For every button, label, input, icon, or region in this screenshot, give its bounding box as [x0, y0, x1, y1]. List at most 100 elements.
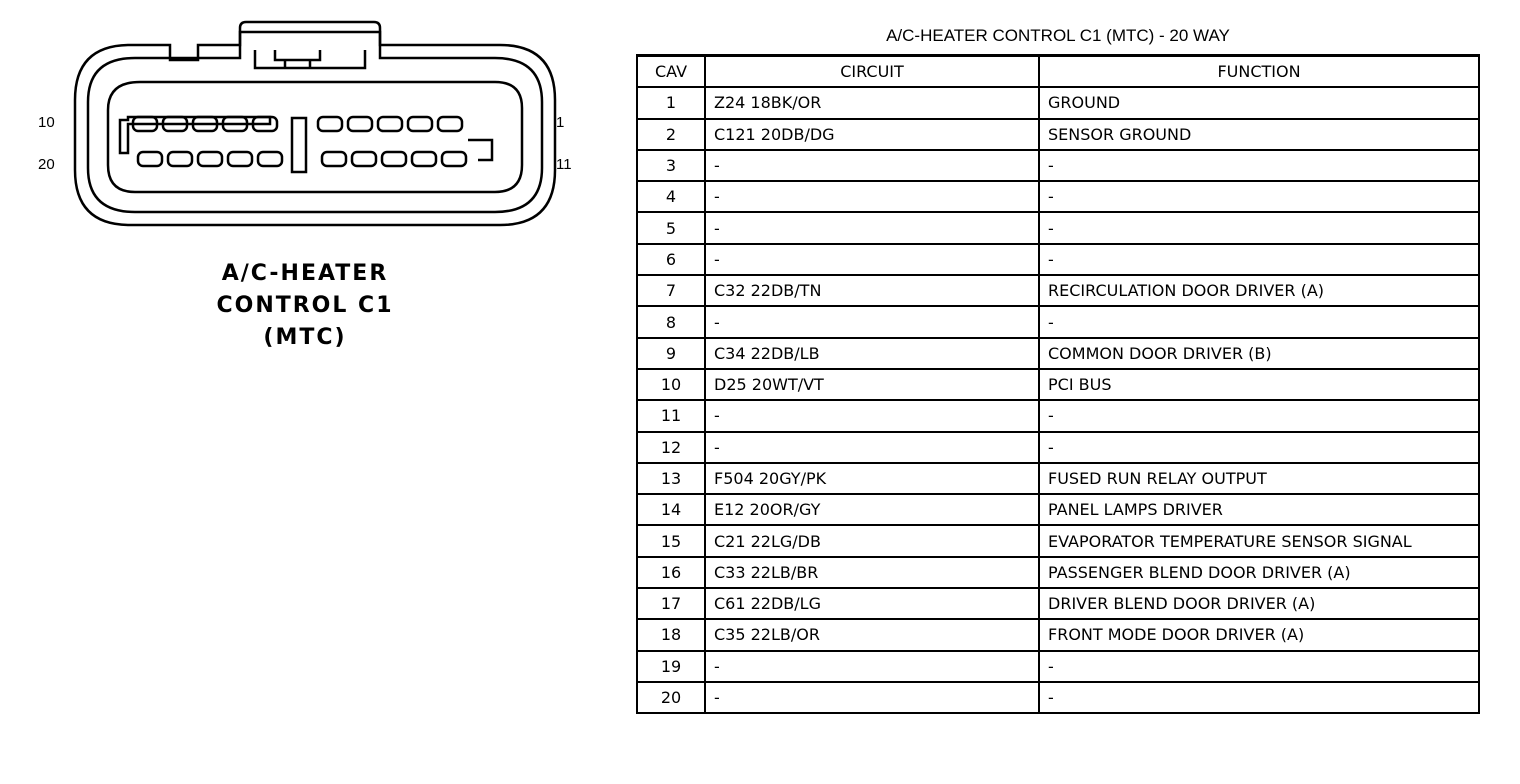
connector-title-line: (MTC): [263, 325, 347, 350]
cell-function: -: [1038, 211, 1480, 245]
cell-function: PCI BUS: [1038, 367, 1480, 402]
cell-function: FUSED RUN RELAY OUTPUT: [1038, 461, 1480, 496]
cell-circuit: C21 22LG/DB: [704, 524, 1040, 558]
cell-cav: 7: [636, 274, 706, 308]
cell-circuit: -: [704, 680, 1040, 715]
cell-function: RECIRCULATION DOOR DRIVER (A): [1038, 274, 1480, 308]
cell-function: COMMON DOOR DRIVER (B): [1038, 336, 1480, 370]
cavity-block-right: [468, 138, 494, 162]
cell-function: -: [1038, 148, 1480, 183]
cell-circuit: -: [704, 148, 1040, 183]
cell-circuit: C35 22LB/OR: [704, 618, 1040, 652]
cell-cav: 9: [636, 336, 706, 370]
cell-cav: 8: [636, 305, 706, 339]
cell-circuit: E12 20OR/GY: [704, 493, 1040, 527]
cell-function: DRIVER BLEND DOOR DRIVER (A): [1038, 587, 1480, 621]
cell-circuit: -: [704, 305, 1040, 339]
cell-circuit: C34 22DB/LB: [704, 336, 1040, 370]
header-cav: CAV: [636, 54, 706, 89]
table-row: 19--: [636, 649, 1480, 683]
cell-function: -: [1038, 399, 1480, 433]
cell-function: PANEL LAMPS DRIVER: [1038, 493, 1480, 527]
cell-function: EVAPORATOR TEMPERATURE SENSOR SIGNAL: [1038, 524, 1480, 558]
connector-title: A/C-HEATER CONTROL C1 (MTC): [170, 258, 440, 354]
pin-label-bottom-left: 20: [38, 156, 55, 173]
connector-title-line: A/C-HEATER: [221, 261, 389, 286]
header-function: FUNCTION: [1038, 54, 1480, 89]
table-row: 4--: [636, 180, 1480, 214]
cell-circuit: C32 22DB/TN: [704, 274, 1040, 308]
cell-cav: 4: [636, 180, 706, 214]
cell-cav: 11: [636, 399, 706, 433]
connector-title-line: CONTROL C1: [216, 293, 394, 318]
cell-cav: 16: [636, 555, 706, 590]
polarizing-key: [290, 116, 308, 174]
cell-cav: 12: [636, 430, 706, 464]
table-row: 8--: [636, 305, 1480, 339]
cell-circuit: C121 20DB/DG: [704, 117, 1040, 151]
cell-circuit: C33 22LB/BR: [704, 555, 1040, 590]
terminal-row-bottom-left: [136, 150, 284, 168]
cell-cav: 19: [636, 649, 706, 683]
cell-function: -: [1038, 180, 1480, 214]
cell-function: -: [1038, 430, 1480, 464]
connector-latch: [253, 50, 367, 70]
cell-circuit: -: [704, 649, 1040, 683]
cell-circuit: -: [704, 399, 1040, 433]
cell-cav: 13: [636, 461, 706, 496]
cell-function: SENSOR GROUND: [1038, 117, 1480, 151]
pin-label-bottom-right: 11: [556, 156, 572, 173]
cell-circuit: -: [704, 242, 1040, 277]
cell-circuit: -: [704, 180, 1040, 214]
cell-cav: 14: [636, 493, 706, 527]
table-title: A/C-HEATER CONTROL C1 (MTC) - 20 WAY: [886, 26, 1230, 45]
cell-cav: 15: [636, 524, 706, 558]
terminal-row-top-left: [131, 115, 279, 133]
connector-inner-shell: [86, 30, 544, 214]
cell-function: -: [1038, 242, 1480, 277]
cell-function: GROUND: [1038, 86, 1480, 120]
cell-cav: 20: [636, 680, 706, 715]
table-row: 11--: [636, 399, 1480, 433]
table-row: 6--: [636, 242, 1480, 277]
table-row: 5--: [636, 211, 1480, 245]
cell-cav: 2: [636, 117, 706, 151]
table-row: 12--: [636, 430, 1480, 464]
cavity-housing: [106, 80, 524, 194]
cell-function: -: [1038, 680, 1480, 715]
connector-diagram: [73, 20, 557, 227]
header-circuit: CIRCUIT: [704, 54, 1040, 89]
cell-circuit: -: [704, 211, 1040, 245]
cell-cav: 3: [636, 148, 706, 183]
table-row: 20--: [636, 680, 1480, 715]
cell-circuit: D25 20WT/VT: [704, 367, 1040, 402]
cell-cav: 1: [636, 86, 706, 120]
terminal-row-bottom-right: [320, 150, 468, 168]
pin-label-top-left: 10: [38, 114, 55, 131]
cell-function: -: [1038, 305, 1480, 339]
table-row: 3--: [636, 148, 1480, 183]
cell-cav: 6: [636, 242, 706, 277]
cell-circuit: -: [704, 430, 1040, 464]
connector-outer-shell: [73, 20, 557, 227]
cell-function: FRONT MODE DOOR DRIVER (A): [1038, 618, 1480, 652]
table-header-row: CAV CIRCUIT FUNCTION: [636, 54, 1480, 89]
cell-circuit: C61 22DB/LG: [704, 587, 1040, 621]
pin-label-top-right: 1: [556, 114, 565, 131]
cell-function: PASSENGER BLEND DOOR DRIVER (A): [1038, 555, 1480, 590]
cell-circuit: Z24 18BK/OR: [704, 86, 1040, 120]
cell-cav: 18: [636, 618, 706, 652]
